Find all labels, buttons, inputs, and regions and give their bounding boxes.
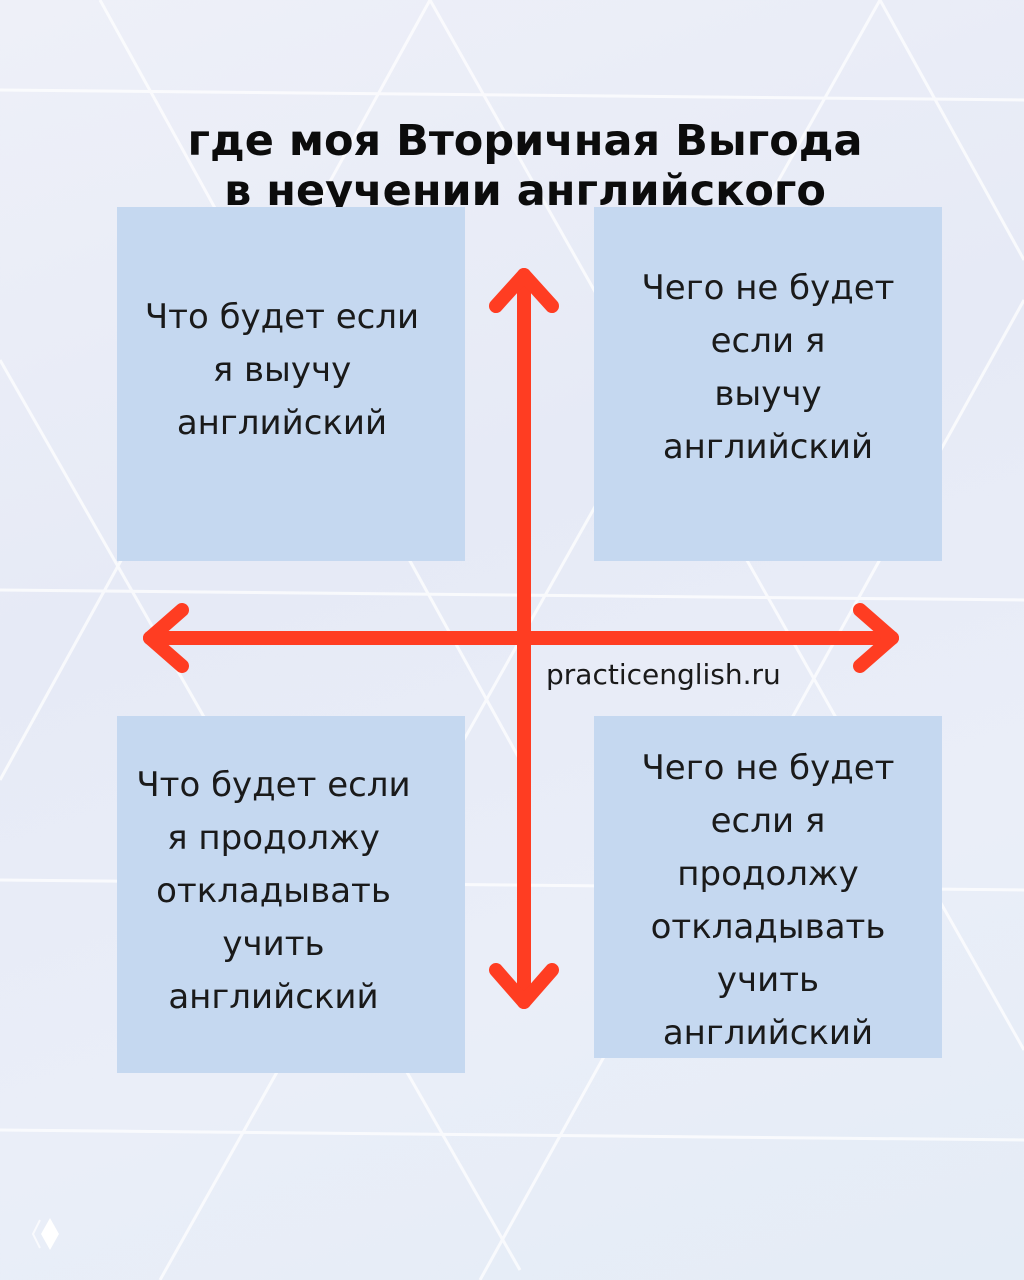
website-label: practicenglish.ru: [546, 658, 781, 691]
quadrant-top-right: Чего не будет если я выучу английский: [594, 207, 942, 561]
quadrant-text-line: английский: [662, 427, 874, 467]
quadrant-text-line: учить: [222, 924, 325, 964]
quadrant-text-line: Чего не будет: [641, 268, 895, 308]
quadrant-bottom-right: Чего не будет если я продолжу откладыват…: [594, 716, 942, 1058]
quadrant-text-line: выучу: [714, 374, 822, 414]
quadrant-text-line: Что будет если: [144, 296, 420, 337]
arrow-head-right: [853, 603, 899, 673]
arrow-head-up: [489, 268, 559, 313]
quadrant-top-left: Что будет если я выучу английский: [117, 207, 465, 561]
quadrant-text-line: Что будет если: [136, 765, 411, 805]
quadrant-text-line: Чего не будет: [641, 748, 895, 788]
title-line-1: где моя Вторичная Выгода: [187, 116, 863, 166]
arrow-head-down: [489, 963, 559, 1009]
quadrant-text-line: английский: [168, 977, 379, 1017]
quadrant-bottom-left: Что будет если я продолжу откладывать уч…: [117, 716, 465, 1073]
diamond-logo-icon: [32, 1218, 59, 1250]
quadrant-text-line: учить: [716, 960, 820, 1000]
quadrant-text-line: английский: [662, 1013, 874, 1053]
quadrant-text-line: я выучу: [212, 349, 352, 390]
quadrant-text-line: я продолжу: [167, 818, 380, 858]
quadrant-text-line: откладывать: [156, 871, 391, 911]
quadrant-text-line: если я: [710, 801, 826, 841]
page-title: где моя Вторичная Выгода в неучении англ…: [0, 116, 1024, 216]
quadrant-text-line: откладывать: [650, 907, 886, 947]
arrow-head-left: [143, 603, 189, 673]
quadrant-text-line: если я: [710, 321, 826, 361]
quadrant-text-line: продолжу: [677, 854, 859, 894]
quadrant-text-line: английский: [176, 402, 388, 443]
